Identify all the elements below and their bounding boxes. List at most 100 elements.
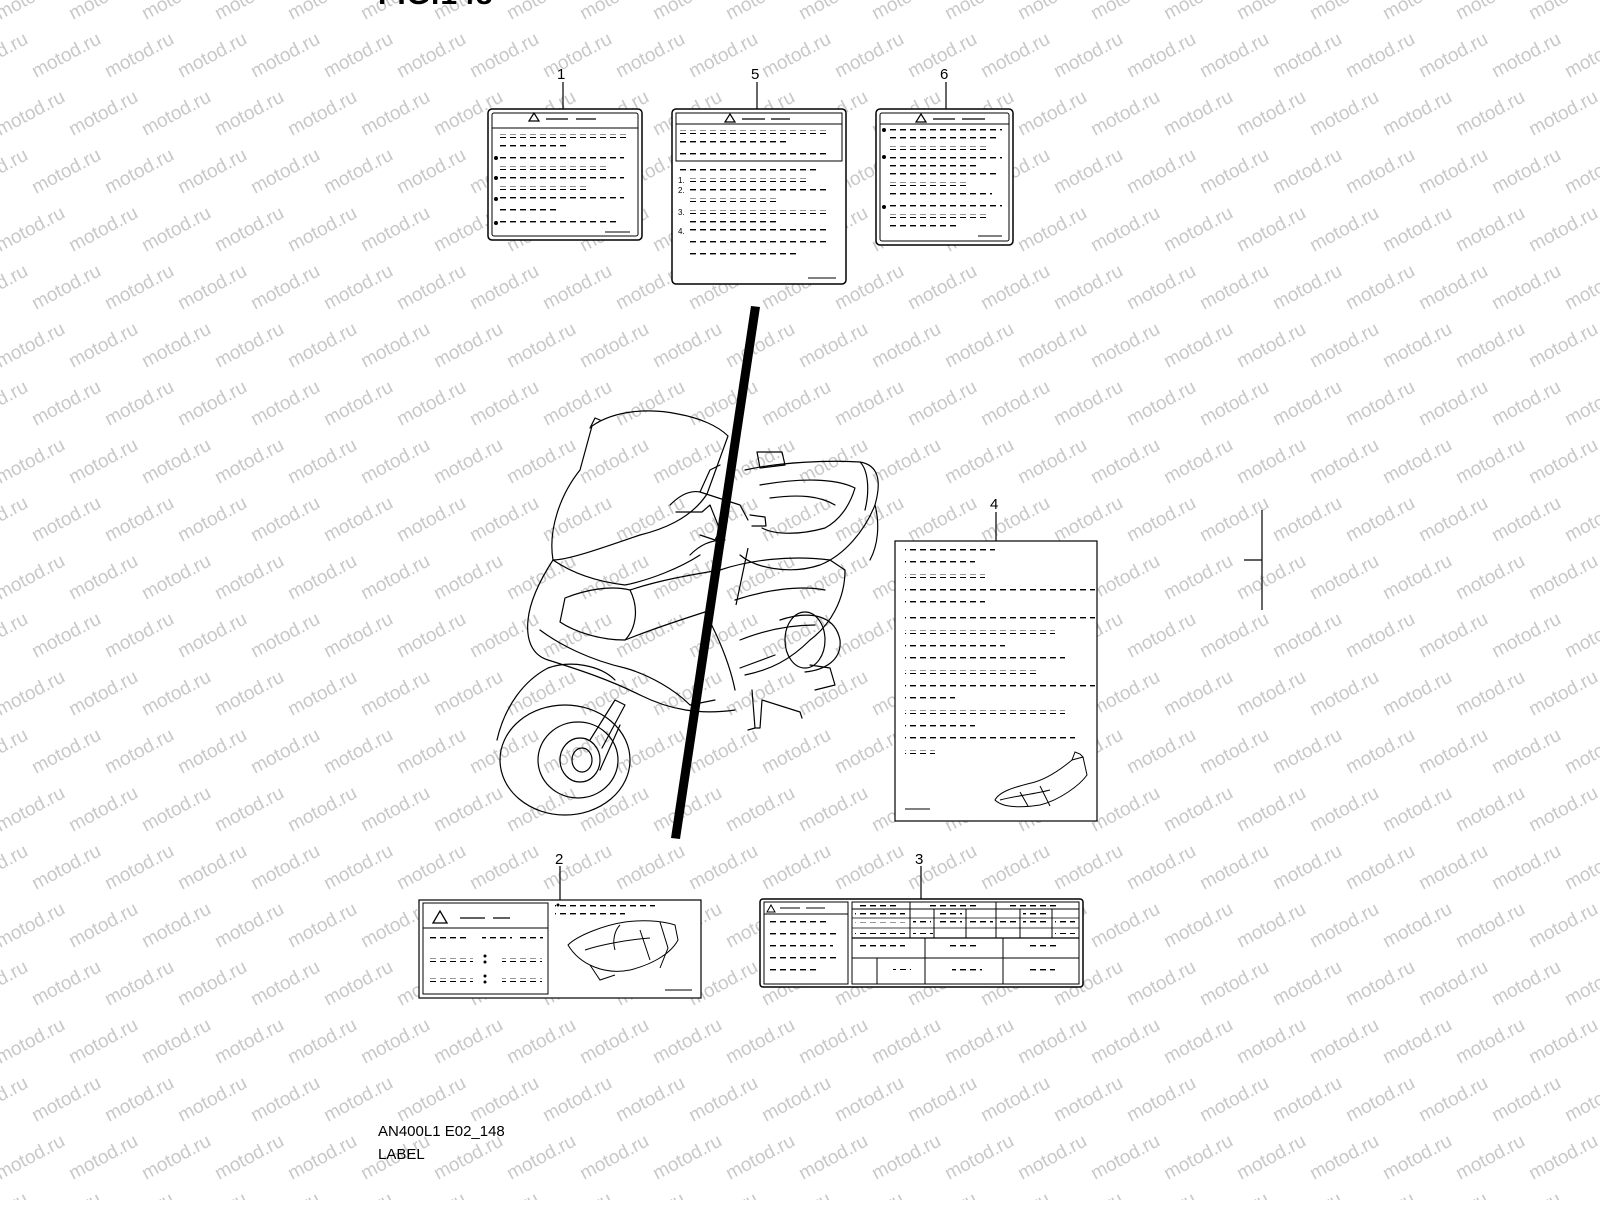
watermark-text: motod.ru <box>466 1189 542 1200</box>
watermark-text: motod.ru <box>65 1015 141 1069</box>
watermark-text: motod.ru <box>28 29 104 83</box>
seat-storage-icon <box>567 920 679 981</box>
watermark-text: motod.ru <box>393 29 469 83</box>
warning-triangle-icon <box>914 112 928 123</box>
watermark-text: motod.ru <box>1014 435 1090 489</box>
watermark-text: motod.ru <box>977 1189 1053 1200</box>
watermark-text: motod.ru <box>393 609 469 663</box>
watermark-text: motod.ru <box>831 1189 907 1200</box>
watermark-text: motod.ru <box>174 1073 250 1127</box>
watermark-text: motod.ru <box>1087 551 1163 605</box>
watermark-text: motod.ru <box>1087 1131 1163 1185</box>
watermark-text: motod.ru <box>1525 435 1600 489</box>
watermark-text: motod.ru <box>904 377 980 431</box>
watermark-text: motod.ru <box>0 1073 32 1127</box>
watermark-text: motod.ru <box>211 783 287 837</box>
watermark-text: motod.ru <box>1087 435 1163 489</box>
watermark-text: motod.ru <box>1415 957 1491 1011</box>
watermark-text: motod.ru <box>1233 1131 1309 1185</box>
watermark-text: motod.ru <box>1379 551 1455 605</box>
watermark-text: motod.ru <box>1087 783 1163 837</box>
watermark-text: motod.ru <box>1087 87 1163 141</box>
watermark-text: motod.ru <box>1269 261 1345 315</box>
watermark-text: motod.ru <box>28 1189 104 1200</box>
watermark-text: motod.ru <box>904 261 980 315</box>
watermark-text: motod.ru <box>576 1131 652 1185</box>
watermark-text: motod.ru <box>247 725 323 779</box>
watermark-text: motod.ru <box>211 551 287 605</box>
watermark-text: motod.ru <box>904 493 980 547</box>
watermark-text: motod.ru <box>1306 203 1382 257</box>
callout-numbers: 1 5 6 4 2 3 <box>555 66 998 868</box>
watermark-text: motod.ru <box>1050 145 1126 199</box>
watermark-text: motod.ru <box>0 1015 69 1069</box>
watermark-text: motod.ru <box>1123 29 1199 83</box>
watermark-text: motod.ru <box>284 0 360 24</box>
watermark-text: motod.ru <box>174 145 250 199</box>
watermark-text: motod.ru <box>1342 1073 1418 1127</box>
watermark-text: motod.ru <box>685 609 761 663</box>
watermark-text: motod.ru <box>1160 203 1236 257</box>
watermark-text: motod.ru <box>0 841 32 895</box>
watermark-text: motod.ru <box>1269 377 1345 431</box>
watermark-text: motod.ru <box>1561 841 1600 895</box>
watermark-text: motod.ru <box>1379 87 1455 141</box>
watermark-text: motod.ru <box>868 435 944 489</box>
watermark-text: motod.ru <box>539 1189 615 1200</box>
watermark-text: motod.ru <box>1379 203 1455 257</box>
watermark-text: motod.ru <box>211 435 287 489</box>
watermark-text: motod.ru <box>1306 1131 1382 1185</box>
watermark-text: motod.ru <box>1488 841 1564 895</box>
watermark-text: motod.ru <box>28 145 104 199</box>
watermark-text: motod.ru <box>101 29 177 83</box>
watermark-text: motod.ru <box>1488 29 1564 83</box>
watermark-text: motod.ru <box>138 667 214 721</box>
watermark-text: motod.ru <box>1488 1189 1564 1200</box>
watermark-text: motod.ru <box>649 1015 725 1069</box>
watermark-text: motod.ru <box>0 0 69 24</box>
watermark-text: motod.ru <box>1123 1073 1199 1127</box>
watermark-text: motod.ru <box>795 783 871 837</box>
watermark-text: motod.ru <box>247 957 323 1011</box>
watermark-text: motod.ru <box>977 29 1053 83</box>
watermark-text: motod.ru <box>357 551 433 605</box>
watermark-text: motod.ru <box>430 783 506 837</box>
watermark-text: motod.ru <box>1379 1015 1455 1069</box>
watermark-text: motod.ru <box>1525 1131 1600 1185</box>
watermark-text: motod.ru <box>1160 551 1236 605</box>
watermark-text: motod.ru <box>612 1073 688 1127</box>
watermark-text: motod.ru <box>1160 435 1236 489</box>
watermark-text: motod.ru <box>831 29 907 83</box>
watermark-text: motod.ru <box>1123 1189 1199 1200</box>
watermark-text: motod.ru <box>1415 609 1491 663</box>
watermark-text: motod.ru <box>1306 87 1382 141</box>
watermark-text: motod.ru <box>174 493 250 547</box>
watermark-text: motod.ru <box>466 493 542 547</box>
watermark-text: motod.ru <box>101 957 177 1011</box>
watermark-text: motod.ru <box>1488 493 1564 547</box>
watermark-text: motod.ru <box>1233 899 1309 953</box>
watermark-text: motod.ru <box>211 667 287 721</box>
watermark-text: motod.ru <box>1050 377 1126 431</box>
watermark-text: motod.ru <box>101 493 177 547</box>
watermark-text: motod.ru <box>1452 667 1528 721</box>
watermark-text: motod.ru <box>503 667 579 721</box>
watermark-text: motod.ru <box>247 609 323 663</box>
watermark-text: motod.ru <box>65 0 141 24</box>
watermark-text: motod.ru <box>1452 899 1528 953</box>
watermark-text: motod.ru <box>1379 667 1455 721</box>
watermark-text: motod.ru <box>1269 725 1345 779</box>
watermark-text: motod.ru <box>1014 1131 1090 1185</box>
watermark-text: motod.ru <box>284 1015 360 1069</box>
watermark-text: motod.ru <box>101 1189 177 1200</box>
watermark-text: motod.ru <box>1050 1073 1126 1127</box>
watermark-text: motod.ru <box>1160 0 1236 24</box>
label-5: 1. 2. 3. 4. <box>671 108 847 285</box>
watermark-text: motod.ru <box>1525 203 1600 257</box>
watermark-text: motod.ru <box>174 377 250 431</box>
callout-3: 3 <box>915 851 923 868</box>
watermark-text: motod.ru <box>1525 1015 1600 1069</box>
watermark-text: motod.ru <box>612 841 688 895</box>
watermark-text: motod.ru <box>977 377 1053 431</box>
watermark-text: motod.ru <box>1306 435 1382 489</box>
